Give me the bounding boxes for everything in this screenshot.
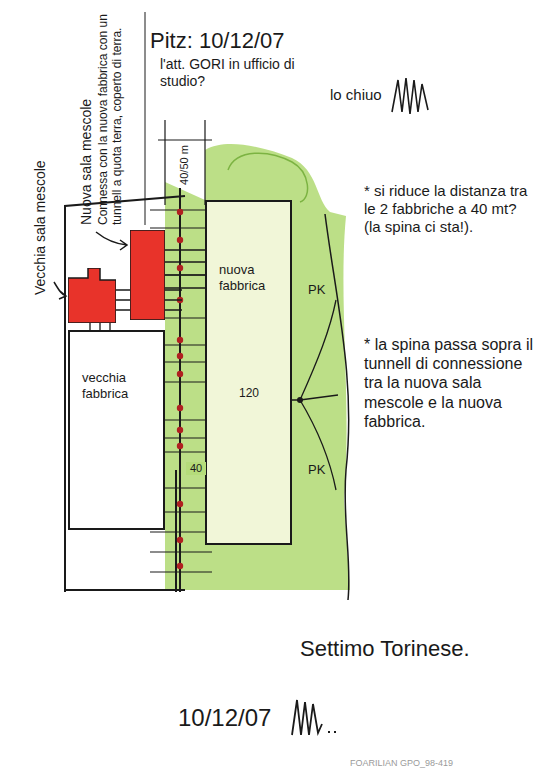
- spine-dot: [177, 427, 183, 433]
- site-outline: [325, 214, 349, 600]
- green-hill-outline: [228, 153, 308, 202]
- room-shape: [68, 268, 116, 323]
- leader-arrow: [54, 282, 66, 299]
- archive-code: FOARILIAN GPO_98-419: [350, 758, 540, 769]
- spine-dot: [177, 443, 183, 449]
- spine-tick: [150, 551, 212, 552]
- leader-arrow: [96, 232, 127, 250]
- dimension-label: 40/50 m: [178, 142, 191, 188]
- site-outline: [65, 589, 185, 591]
- spine-dot: [177, 237, 183, 243]
- signature-text: lo chiuo: [330, 86, 390, 104]
- spine-line: [176, 182, 180, 592]
- spine-dot: [177, 537, 183, 543]
- node-title: nuova fabbrica: [219, 262, 281, 293]
- mixing-room-new: Nuova sala mescoleConnessa con la nuova …: [130, 230, 165, 320]
- spine-tick: [150, 531, 212, 532]
- place-name: Settimo Torinese.: [300, 636, 520, 662]
- signature-scribble: [392, 78, 428, 114]
- parking-label: PK: [308, 462, 334, 478]
- tunnel-line: [165, 250, 210, 288]
- parking-label: PK: [308, 282, 334, 298]
- spine-dot: [177, 337, 183, 343]
- room-shape: [130, 230, 165, 320]
- parking-curve: [300, 300, 338, 490]
- factory-new: nuova fabbrica: [205, 200, 292, 545]
- signature-scribble: [292, 700, 336, 735]
- leader-line: [145, 12, 146, 225]
- dimension-label: 120: [234, 386, 264, 400]
- factory-old: vecchia fabbrica: [68, 330, 165, 530]
- spine-tick: [150, 227, 212, 228]
- dimension-line: [158, 120, 212, 205]
- spine-dot: [177, 353, 183, 359]
- note: l'att. GORI in ufficio di studio?: [160, 56, 300, 90]
- spine-tick: [150, 571, 212, 572]
- dimension-dot: [297, 397, 303, 403]
- tunnel-connector: [165, 274, 205, 276]
- date-footer: 10/12/07: [178, 704, 288, 733]
- node-title: Nuova sala mescole: [78, 55, 95, 225]
- spine-dot: [177, 405, 183, 411]
- spine-dot: [177, 563, 183, 569]
- room-fill: [130, 230, 165, 320]
- spine-dot: [177, 371, 183, 377]
- annotation-note: * si riduce la distanza tra le 2 fabbric…: [364, 182, 536, 236]
- spine-dot: [177, 209, 183, 215]
- dimension-label: 40: [186, 462, 206, 475]
- spine-dot: [177, 501, 183, 507]
- node-title: vecchia fabbrica: [82, 370, 152, 401]
- annotation-note: * la spina passa sopra il tunnell di con…: [364, 335, 536, 431]
- node-title: Vecchia sala mescole: [32, 140, 49, 295]
- green-area: [165, 144, 350, 590]
- spine-dot: [177, 265, 183, 271]
- node-note: Connessa con la nuova fabbrica con un tu…: [96, 10, 125, 225]
- date-header: Pitz: 10/12/07: [150, 28, 300, 54]
- room-fill: [68, 268, 116, 323]
- mixing-room-old: Vecchia sala mescole: [68, 268, 116, 323]
